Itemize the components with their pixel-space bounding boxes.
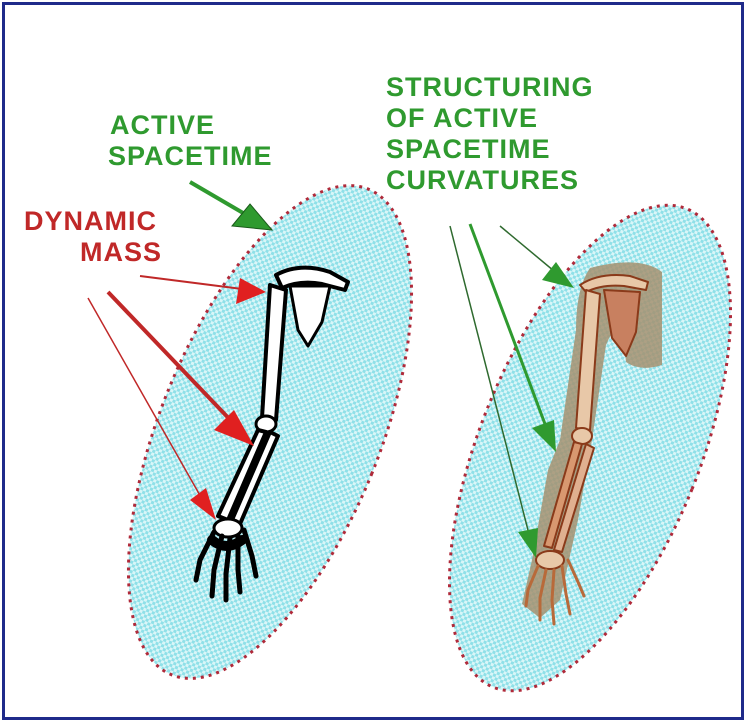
dynamic-mass-label: DYNAMIC MASS	[24, 206, 162, 268]
active-spacetime-label: ACTIVE SPACETIME	[110, 110, 273, 172]
structuring-label: STRUCTURING OF ACTIVE SPACETIME CURVATUR…	[386, 72, 594, 196]
